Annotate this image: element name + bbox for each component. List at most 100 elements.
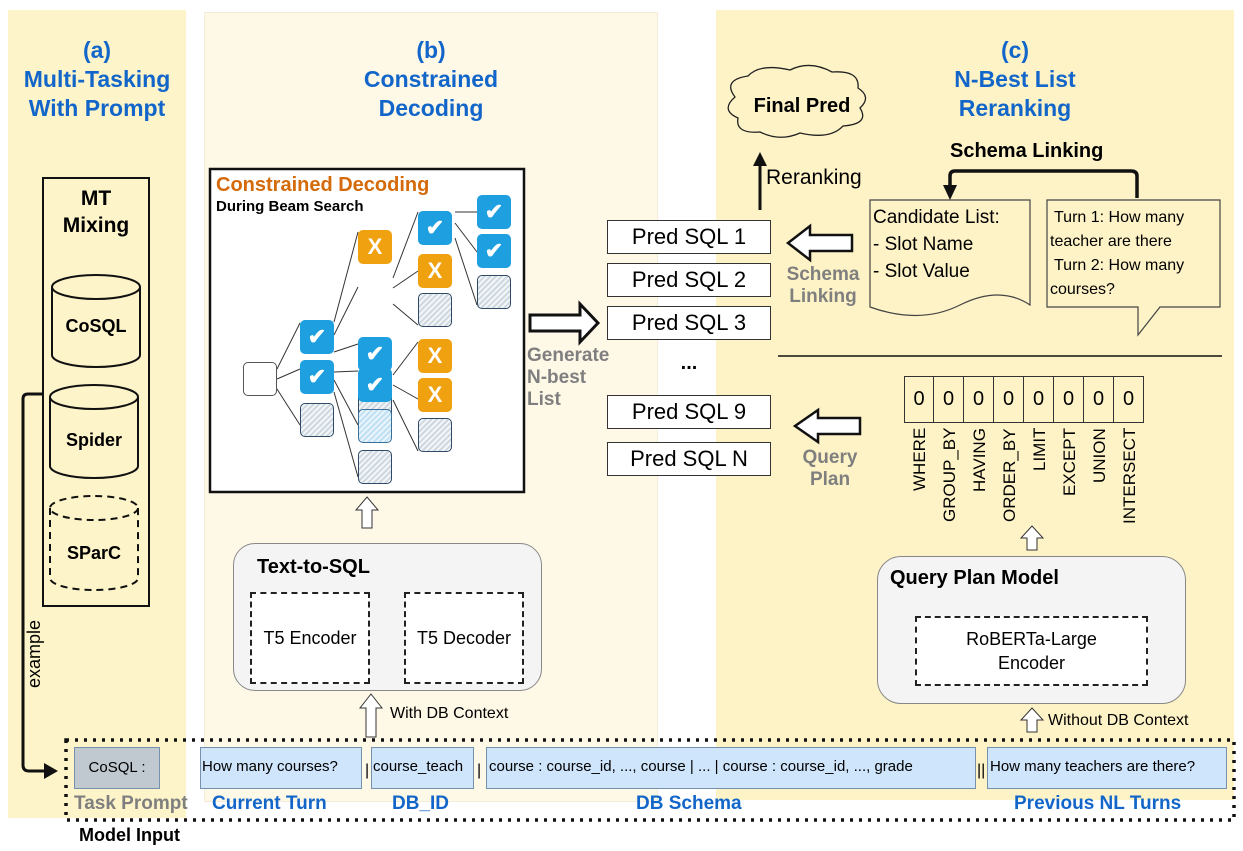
panel-b-line1: Constrained bbox=[363, 66, 499, 92]
arrow-reranking-icon bbox=[753, 152, 767, 210]
turn-2-line2: courses? bbox=[1050, 281, 1115, 298]
query-plan-model-title: Query Plan Model bbox=[890, 567, 1059, 589]
with-db-context-label: With DB Context bbox=[390, 705, 509, 722]
beam-search-subtitle: During Beam Search bbox=[216, 198, 364, 215]
schema-linking-side-line2: Linking bbox=[789, 286, 857, 307]
generate-label-line3: List bbox=[527, 389, 561, 410]
previous-turns-box: How many teachers are there? bbox=[987, 747, 1227, 789]
beam-pruned-node bbox=[418, 293, 452, 327]
query-plan-side-line1: Query bbox=[802, 447, 858, 468]
panel-multi-tasking bbox=[8, 10, 186, 818]
schema-linking-side-line1: Schema bbox=[786, 264, 860, 285]
roberta-encoder-line2: Encoder bbox=[997, 653, 1066, 673]
beam-invalid-cross-icon: X bbox=[418, 339, 452, 373]
query-plan-side-label: Query Plan bbox=[790, 447, 870, 491]
query-plan-value-cell: 0 bbox=[964, 376, 994, 423]
candidate-slot-name: - Slot Name bbox=[873, 234, 974, 255]
panel-a-letter: (a) bbox=[82, 37, 112, 63]
beam-valid-check-icon: ✔ bbox=[477, 234, 511, 268]
turns-callout bbox=[1046, 199, 1221, 337]
generate-label-line2: N-best bbox=[527, 367, 587, 388]
query-plan-clause-label: GROUP_BY bbox=[940, 428, 959, 523]
example-arrow bbox=[21, 392, 58, 779]
turns-text: Turn 1: How many teacher are there Turn … bbox=[1050, 206, 1184, 302]
panel-c-letter: (c) bbox=[1000, 37, 1030, 63]
beam-tree-edges bbox=[276, 211, 478, 478]
arrow-generate-icon bbox=[528, 300, 601, 346]
separator: | bbox=[365, 762, 370, 779]
beam-pruned-node bbox=[358, 450, 392, 484]
panel-c-title: (c) N-Best List Reranking bbox=[890, 36, 1140, 123]
panel-b-line2: Decoding bbox=[378, 95, 484, 121]
query-plan-clause-label: UNION bbox=[1090, 428, 1109, 483]
query-plan-clause-label: LIMIT bbox=[1030, 428, 1049, 472]
beam-search-title: Constrained Decoding bbox=[216, 174, 430, 196]
task-prompt-box: CoSQL : bbox=[74, 747, 160, 789]
candidate-list-text: Candidate List: - Slot Name - Slot Value bbox=[873, 204, 1000, 285]
beam-invalid-cross-icon: X bbox=[418, 378, 452, 412]
arrow-without-db-context-icon bbox=[1019, 707, 1045, 733]
beam-valid-check-icon: ✔ bbox=[477, 195, 511, 229]
query-plan-side-line2: Plan bbox=[809, 469, 851, 490]
beam-pruned-node bbox=[358, 409, 392, 443]
query-plan-clause-label: EXCEPT bbox=[1060, 428, 1079, 497]
mt-mixing-title-line2: Mixing bbox=[62, 214, 130, 237]
query-plan-value-cell: 0 bbox=[1114, 376, 1144, 423]
beam-valid-check-icon: ✔ bbox=[358, 337, 392, 371]
roberta-encoder-line1: RoBERTa-Large bbox=[966, 629, 1097, 649]
example-label: example bbox=[24, 619, 44, 688]
arrow-query-plan-up-icon bbox=[1019, 525, 1045, 551]
beam-valid-check-icon: ✔ bbox=[418, 211, 452, 245]
previous-turns-label: Previous NL Turns bbox=[1014, 793, 1182, 814]
query-plan-clause-label: WHERE bbox=[910, 428, 929, 492]
model-input-title: Model Input bbox=[79, 825, 180, 845]
dataset-spider-label: Spider bbox=[65, 430, 122, 450]
arrow-schema-linking-icon bbox=[785, 223, 854, 263]
pred-sql-item: Pred SQL N bbox=[607, 442, 771, 476]
turn-1-line2: teacher are there bbox=[1050, 233, 1172, 250]
generate-n-best-label: Generate N-best List bbox=[527, 345, 609, 411]
pred-sql-item: Pred SQL 3 bbox=[607, 306, 771, 340]
panel-b-title: (b) Constrained Decoding bbox=[204, 36, 658, 123]
turn-1-line1: Turn 1: How many bbox=[1054, 209, 1185, 226]
database-sparc-icon bbox=[49, 495, 139, 591]
beam-valid-check-icon: ✔ bbox=[358, 368, 392, 402]
schema-linking-title: Schema Linking bbox=[950, 140, 1104, 162]
pred-sql-item: Pred SQL 9 bbox=[607, 395, 771, 429]
arrow-schema-linking-loop bbox=[943, 169, 1139, 200]
beam-valid-check-icon: ✔ bbox=[300, 320, 334, 354]
panel-a-line1: Multi-Tasking bbox=[23, 66, 171, 92]
text-to-sql-title: Text-to-SQL bbox=[257, 556, 370, 578]
beam-pruned-node bbox=[418, 418, 452, 452]
candidate-list-document bbox=[869, 199, 1031, 317]
arrow-beam-up-icon bbox=[354, 496, 380, 529]
beam-start-node bbox=[243, 362, 277, 396]
double-separator: || bbox=[977, 762, 986, 779]
schema-linking-side-label: Schema Linking bbox=[780, 264, 866, 308]
db-schema-label: DB Schema bbox=[636, 793, 742, 814]
db-id-label: DB_ID bbox=[392, 793, 450, 814]
panel-b-letter: (b) bbox=[416, 37, 446, 63]
final-pred-label: Final Pred bbox=[753, 95, 851, 117]
final-pred-cloud-icon bbox=[727, 64, 867, 138]
beam-invalid-cross-icon: X bbox=[358, 230, 392, 264]
current-turn-box: How many courses? bbox=[200, 747, 362, 789]
pred-sql-ellipsis: ... bbox=[680, 352, 698, 374]
panel-c-line2: Reranking bbox=[958, 95, 1072, 121]
mt-mixing-box bbox=[42, 177, 150, 607]
mt-mixing-title: MT Mixing bbox=[42, 185, 150, 239]
query-plan-value-cell: 0 bbox=[1024, 376, 1054, 423]
current-turn-label: Current Turn bbox=[212, 793, 327, 814]
db-schema-box: course : course_id, ..., course | ... | … bbox=[486, 747, 976, 789]
panel-c-line1: N-Best List bbox=[954, 66, 1076, 92]
dataset-cosql-label: CoSQL bbox=[65, 316, 127, 336]
query-plan-clause-label: ORDER_BY bbox=[1000, 428, 1019, 522]
query-plan-clause-label: HAVING bbox=[970, 428, 989, 492]
beam-pruned-node bbox=[477, 275, 511, 309]
t5-encoder: T5 Encoder bbox=[250, 592, 370, 684]
beam-invalid-cross-icon: X bbox=[418, 254, 452, 288]
model-input-frame bbox=[64, 738, 1236, 822]
query-plan-value-cell: 0 bbox=[1084, 376, 1114, 423]
arrow-with-db-context-icon bbox=[358, 693, 384, 738]
